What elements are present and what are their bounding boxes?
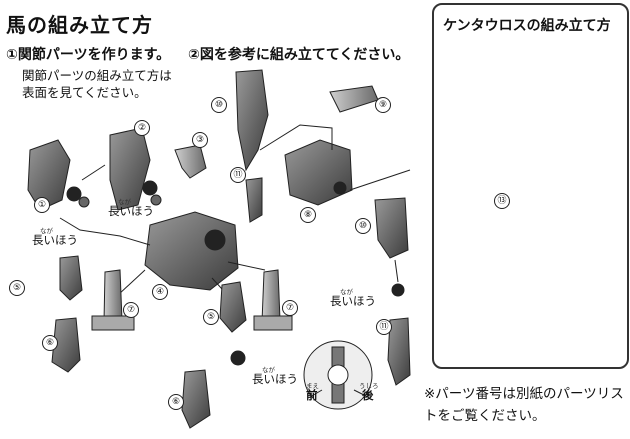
part-number: ④ xyxy=(152,284,168,300)
part-number: ⑤ xyxy=(203,309,219,325)
step2-heading: ②図を参考に組み立ててください。 xyxy=(188,47,410,63)
part-number: ⑩ xyxy=(355,218,371,234)
part-number: ⑬ xyxy=(494,193,510,209)
back-label: 後 xyxy=(362,388,374,402)
part-number: ⑤ xyxy=(9,280,25,296)
long-side-label: 長いほう xyxy=(108,204,154,218)
page-title: 馬の組み立て方 xyxy=(6,13,153,37)
part-number: ⑨ xyxy=(375,97,391,113)
part-number: ⑦ xyxy=(282,300,298,316)
parts-list-note: ※パーツ番号は別紙のパーツリストをご覧ください。 xyxy=(424,386,624,424)
step1-heading: ①関節パーツを作ります。 xyxy=(6,47,171,63)
long-side-label: 長いほう xyxy=(252,372,298,386)
step1-body: 関節パーツの組み立て方は表面を見てください。 xyxy=(22,68,172,100)
part-number: ③ xyxy=(192,132,208,148)
part-number: ⑥ xyxy=(42,335,58,351)
part-number: ⑥ xyxy=(168,394,184,410)
part-number: ⑪ xyxy=(230,167,246,183)
furigana: なが xyxy=(40,227,53,235)
horse-head-part xyxy=(27,139,71,211)
long-side-label: 長いほう xyxy=(32,233,78,247)
furigana: なが xyxy=(118,198,131,206)
long-side-label: 長いほう xyxy=(330,294,376,308)
part-number: ⑩ xyxy=(211,97,227,113)
horse-body-part xyxy=(144,211,239,291)
front-reading: まえ xyxy=(306,382,319,390)
front-label: 前 xyxy=(306,388,318,402)
centaur-panel xyxy=(432,3,629,369)
joint-part xyxy=(66,186,82,202)
part-number: ① xyxy=(34,197,50,213)
part-number: ⑪ xyxy=(376,319,392,335)
part-number: ⑧ xyxy=(300,207,316,223)
centaur-panel-title: ケンタウロスの組み立て方 xyxy=(443,18,611,34)
furigana: なが xyxy=(262,366,275,374)
back-reading: うしろ xyxy=(359,382,379,390)
furigana: なが xyxy=(340,288,353,296)
part-number: ② xyxy=(134,120,150,136)
part-number: ⑦ xyxy=(123,302,139,318)
rear-body-part xyxy=(284,139,353,206)
